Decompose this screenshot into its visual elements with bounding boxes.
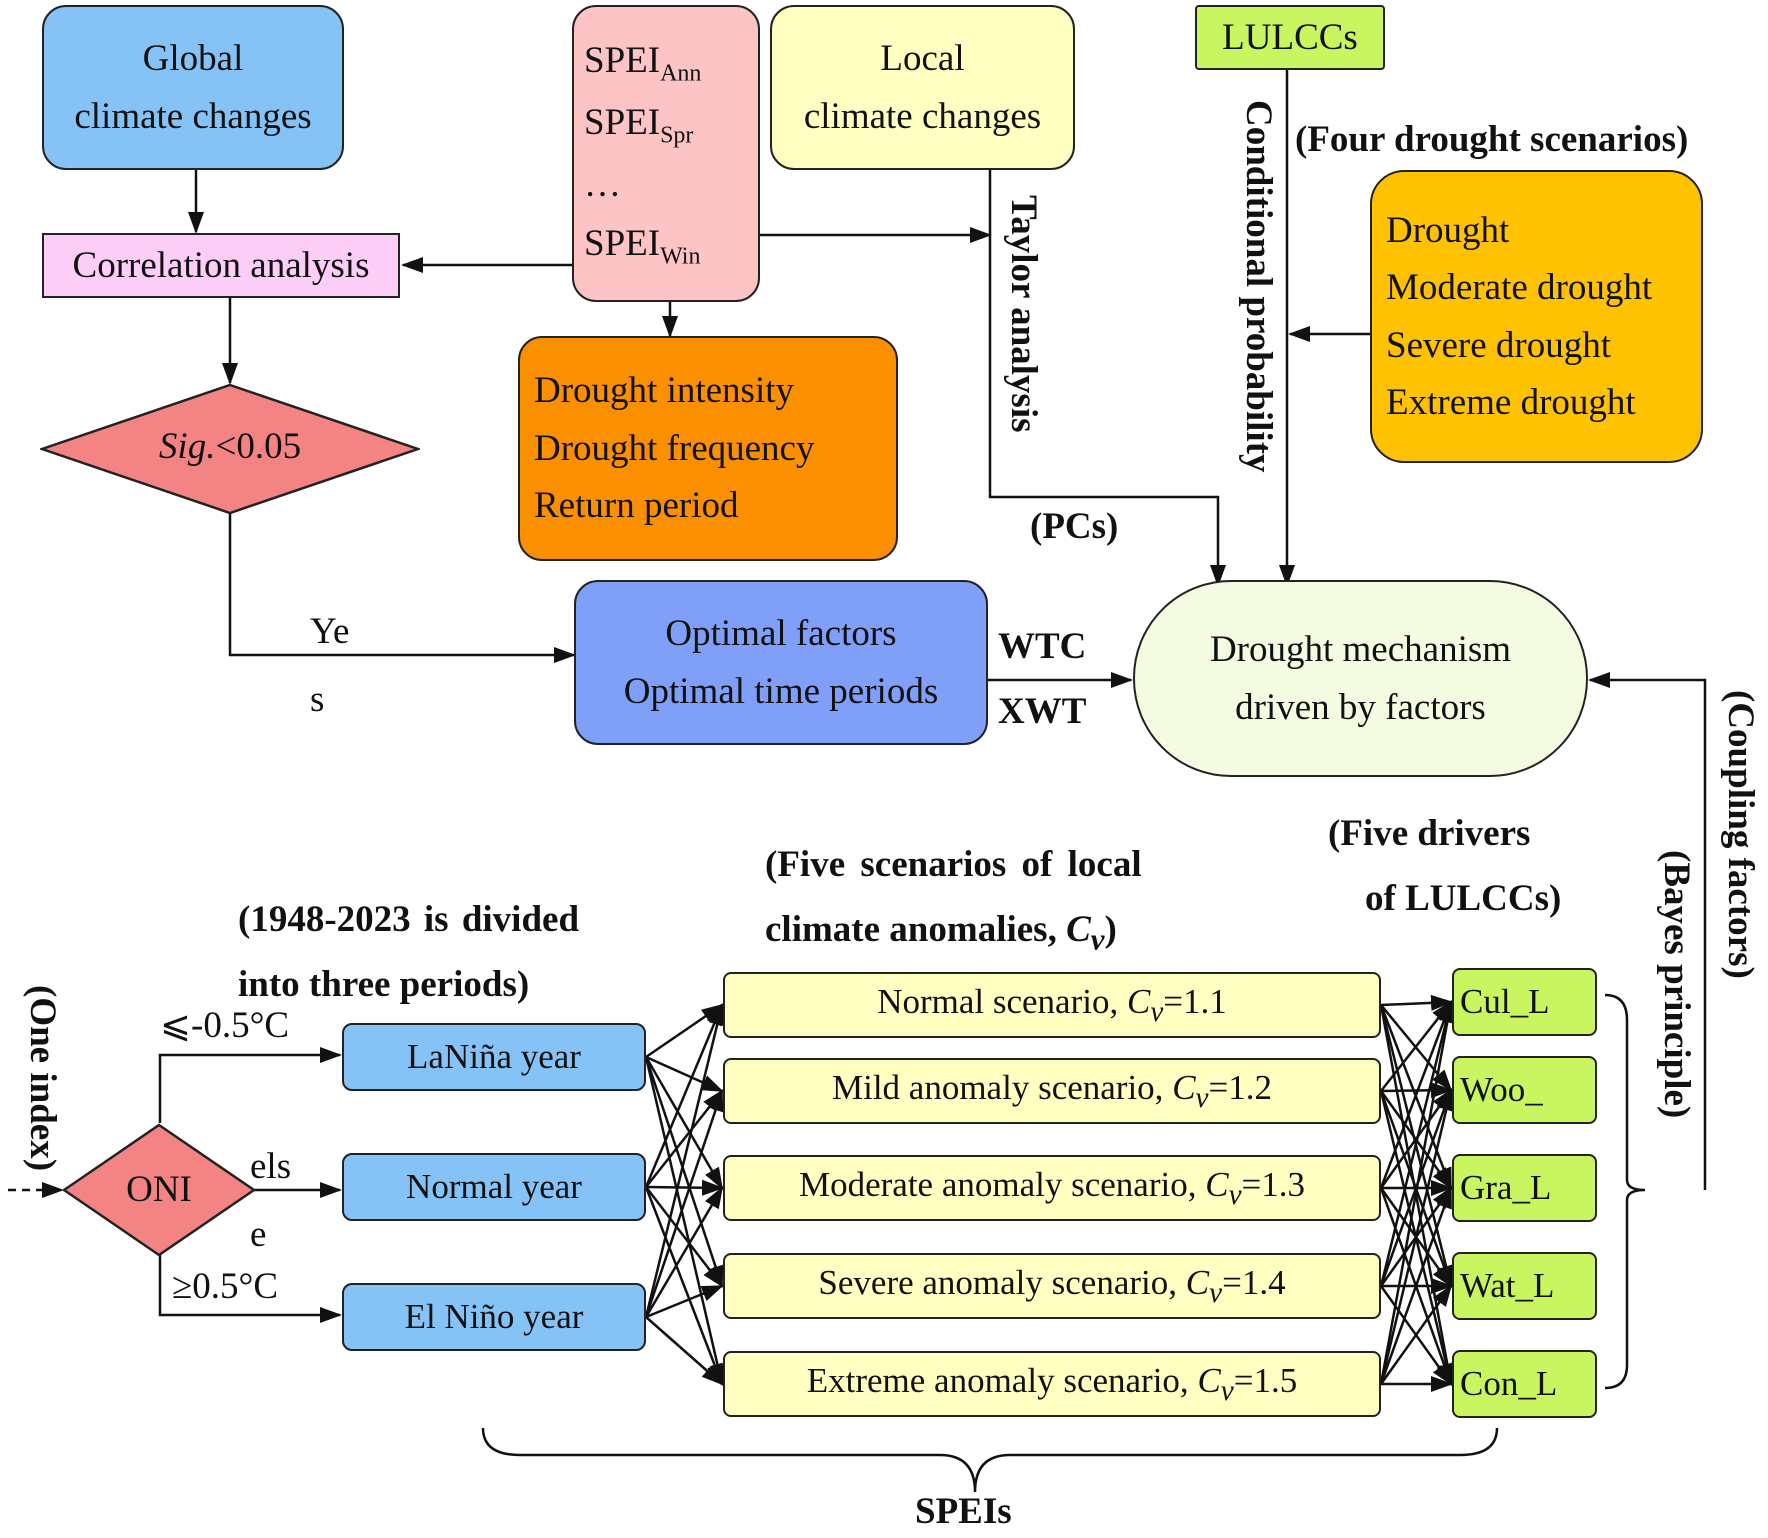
lulcc-driver-5-box: Con_L — [1452, 1350, 1597, 1418]
arrow-sig-to-optimal — [228, 513, 576, 663]
scenario-moderate: Moderate drought — [1386, 267, 1653, 309]
optimal-factors-line: Optimal factors — [665, 613, 897, 655]
four-scenarios-label: (Four drought scenarios) — [1295, 119, 1689, 160]
yes-label-part-2: s — [310, 679, 325, 720]
brace-speis — [481, 1427, 1499, 1493]
year-lanina-box: LaNiña year — [342, 1023, 646, 1091]
drought-scenarios-box: Drought Moderate drought Severe drought … — [1370, 170, 1703, 463]
edge-scenario-4-driver-0 — [1379, 1000, 1456, 1385]
lulcc-driver-1-box: Cul_L — [1452, 968, 1597, 1036]
arrow-bayes-to-mechanism — [1588, 672, 1707, 1190]
arrow-local-to-mechanism — [988, 170, 1226, 587]
edge-year-1-scenario-3 — [645, 1186, 724, 1288]
edge-year-2-scenario-2 — [644, 1186, 724, 1318]
pcs-label: (PCs) — [1030, 506, 1119, 547]
optimal-factors-box: Optimal factors Optimal time periods — [574, 580, 988, 745]
scenario-drought: Drought — [1386, 209, 1510, 251]
metric-intensity: Drought intensity — [534, 370, 795, 412]
edge-year-2-scenario-0 — [644, 1003, 726, 1318]
edge-scenario-4-driver-3 — [1379, 1284, 1453, 1385]
edge-year-1-scenario-2 — [645, 1179, 724, 1196]
five-drivers-label-1: (Five drivers — [1328, 813, 1531, 854]
anomaly-scenario-4-box: Severe anomaly scenario, Cv=1.4 — [723, 1253, 1381, 1319]
five-scenarios-label-1: (Five scenarios of local — [765, 844, 1142, 885]
local-climate-changes-box: Local climate changes — [770, 5, 1075, 170]
else-label-part-1: els — [250, 1146, 292, 1187]
spei-ellipsis: … — [584, 163, 621, 205]
one-index-label: (One index) — [22, 985, 63, 1172]
scenario-severe: Severe drought — [1386, 324, 1612, 366]
edge-year-1-scenario-4 — [644, 1186, 724, 1386]
optimal-periods-line: Optimal time periods — [623, 670, 939, 712]
edge-scenario-4-driver-1 — [1379, 1088, 1455, 1385]
spei-annual: SPEIAnn — [584, 40, 702, 87]
conditional-probability-label: Conditional probability — [1238, 100, 1279, 473]
oni-label: ONI — [126, 1169, 192, 1210]
significance-label: Sig.<0.05 — [158, 426, 302, 467]
edge-scenario-2-driver-0 — [1379, 1000, 1453, 1189]
five-scenarios-label-2: climate anomalies, Cv) — [765, 909, 1117, 957]
arrow-oni-to-elnino — [158, 1255, 342, 1323]
yes-label-part-1: Ye — [310, 611, 350, 652]
local-climate-line-1: Local — [880, 38, 965, 80]
bracket-drivers — [1604, 993, 1646, 1390]
anomaly-scenario-2-box: Mild anomaly scenario, Cv=1.2 — [723, 1058, 1381, 1124]
global-climate-changes-box: Global climate changes — [42, 5, 344, 170]
anomaly-scenario-1-box: Normal scenario, Cv=1.1 — [723, 972, 1381, 1038]
edge-scenario-4-driver-2 — [1379, 1186, 1453, 1385]
ge-threshold-label: ≥0.5°C — [172, 1266, 279, 1307]
lulcc-driver-2-box: Woo_ — [1452, 1056, 1597, 1124]
xwt-label: XWT — [998, 691, 1087, 732]
spei-winter: SPEIWin — [584, 222, 701, 270]
anomaly-scenario-5-box: Extreme anomaly scenario, Cv=1.5 — [723, 1351, 1381, 1417]
edge-scenario-1-driver-1 — [1380, 1082, 1453, 1099]
global-climate-line-2: climate changes — [74, 95, 312, 137]
wtc-label: WTC — [998, 626, 1087, 667]
local-climate-line-2: climate changes — [803, 95, 1042, 137]
bayes-principle-label: (Bayes principle) — [1656, 850, 1697, 1119]
metric-frequency: Drought frequency — [534, 427, 815, 469]
year-normal-box: Normal year — [342, 1153, 646, 1221]
mesh-years-to-scenarios — [644, 1003, 726, 1386]
year-elnino-box: El Niño year — [342, 1283, 646, 1351]
global-climate-line-1: Global — [142, 38, 244, 80]
edge-year-0-scenario-4 — [644, 1056, 726, 1386]
significance-diamond — [40, 383, 420, 515]
scenario-extreme: Extreme drought — [1386, 381, 1636, 423]
taylor-analysis-label: Taylor analysis — [1003, 195, 1044, 433]
spei-list-box: SPEIAnn SPEISpr … SPEIWin — [572, 5, 760, 302]
lulccs-box: LULCCs — [1195, 5, 1385, 70]
mechanism-line-2: driven by factors — [1235, 686, 1486, 728]
spei-spring: SPEISpr — [584, 102, 694, 149]
else-label-part-2: e — [250, 1214, 267, 1255]
drought-mechanism-box: Drought mechanism driven by factors — [1133, 580, 1588, 777]
five-drivers-label-2: of LULCCs) — [1365, 878, 1562, 919]
edge-year-1-scenario-0 — [644, 1003, 724, 1188]
edge-year-2-scenario-4 — [645, 1316, 724, 1386]
edge-year-0-scenario-1 — [645, 1055, 724, 1093]
oni-diamond — [62, 1123, 256, 1257]
drought-metrics-box: Drought intensity Drought frequency Retu… — [518, 336, 898, 561]
arrow-oni-to-lanina — [158, 1047, 342, 1123]
edge-scenario-3-driver-0 — [1379, 1000, 1454, 1287]
lulcc-driver-4-box: Wat_L — [1452, 1252, 1597, 1320]
periods-label-1: (1948-2023 is divided — [238, 899, 580, 940]
edge-year-0-scenario-2 — [644, 1056, 724, 1190]
speis-label: SPEIs — [915, 1491, 1012, 1532]
edge-scenario-0-driver-0 — [1380, 994, 1453, 1011]
mechanism-line-1: Drought mechanism — [1209, 629, 1512, 671]
metric-return-period: Return period — [534, 485, 739, 527]
correlation-analysis-box: Correlation analysis — [42, 233, 400, 298]
lulcc-driver-3-box: Gra_L — [1452, 1154, 1597, 1222]
edge-year-0-scenario-3 — [644, 1056, 724, 1288]
periods-label-2: into three periods) — [238, 964, 530, 1005]
edge-year-2-scenario-1 — [644, 1089, 724, 1318]
anomaly-scenario-3-box: Moderate anomaly scenario, Cv=1.3 — [723, 1155, 1381, 1221]
mesh-scenarios-to-drivers — [1379, 994, 1456, 1392]
le-threshold-label: ⩽-0.5°C — [160, 1005, 290, 1046]
edge-year-2-scenario-3 — [645, 1284, 724, 1319]
coupling-factors-label: (Coupling factors) — [1720, 690, 1761, 979]
